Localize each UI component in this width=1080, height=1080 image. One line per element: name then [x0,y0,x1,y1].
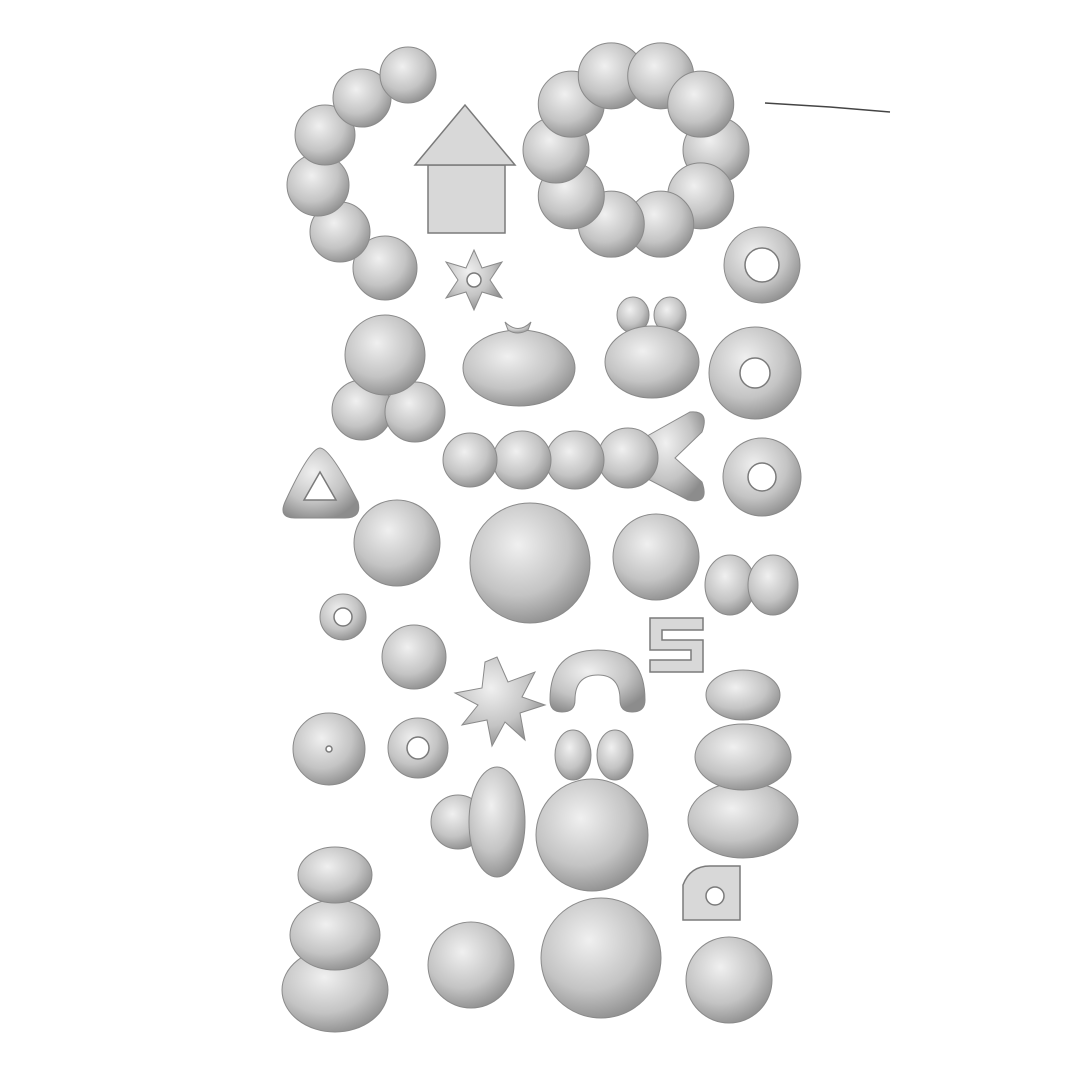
rounded-triangle-ring-shape [282,447,360,519]
small-ring-shape [319,593,367,641]
gear-ring-shape [387,717,449,779]
fish-bead-chain-shape [442,411,705,502]
arch-shape [549,649,646,713]
block-with-hole-shape [682,865,741,921]
small-flower-shape [381,624,447,690]
bunny-head-shape [604,296,700,399]
flower-shape-4 [685,936,773,1024]
small-star-ring-shape [444,248,504,312]
house-shape [413,103,517,234]
flower-shape-large-2 [540,897,662,1019]
flower-shape-2 [612,513,700,601]
thin-line-stroke [764,102,891,113]
bead [667,70,735,138]
stacked-pillow-shape [687,669,799,859]
flower-ring-shape [723,226,801,304]
bird-shape [331,314,446,443]
star-shape [453,656,547,748]
flower-shape-1 [353,499,441,587]
bunny-body-shape [535,729,649,892]
oval-bun-shape [462,329,576,407]
flower-ring-shape-2 [722,437,802,517]
flower-bead-shape [292,712,366,786]
snowman-shape [281,846,389,1033]
donut-shape [708,326,802,420]
double-ellipse-shape [704,554,799,616]
flower-shape-3 [427,921,515,1009]
mushroom-shape [430,766,526,878]
bead-ring-shape [522,42,750,258]
s-block-shape [649,617,704,673]
caterpillar-arc-shape [286,46,437,301]
bun-sprout [504,321,532,334]
flower-shape-large-1 [469,502,591,624]
